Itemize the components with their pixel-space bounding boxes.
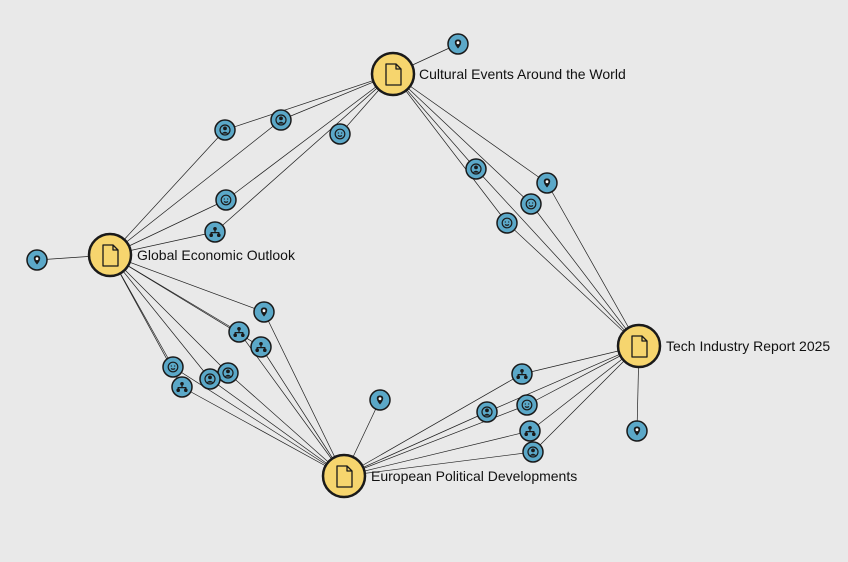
- entity-node-sentiment[interactable]: [496, 212, 518, 234]
- entity-node-person[interactable]: [199, 368, 221, 390]
- edge-line: [181, 386, 345, 477]
- edge-line: [546, 182, 640, 347]
- edge-line: [392, 73, 532, 205]
- document-icon: [336, 465, 353, 488]
- document-label: Tech Industry Report 2025: [666, 338, 830, 354]
- organization-icon: [255, 342, 267, 353]
- entity-node-location[interactable]: [253, 301, 275, 323]
- edge-line: [343, 404, 528, 477]
- person-icon: [275, 114, 287, 126]
- location-icon: [260, 307, 268, 317]
- entity-node-organization[interactable]: [250, 336, 272, 358]
- edge-line: [529, 345, 640, 432]
- entity-node-location[interactable]: [447, 33, 469, 55]
- edge-line: [392, 73, 508, 224]
- entity-node-organization[interactable]: [511, 363, 533, 385]
- edge-line: [343, 430, 531, 477]
- entity-node-location[interactable]: [369, 389, 391, 411]
- face-icon: [220, 194, 232, 206]
- document-node-tech[interactable]: Tech Industry Report 2025: [616, 323, 830, 369]
- edge-line: [532, 345, 640, 453]
- edge-line: [172, 366, 345, 477]
- edge-line: [109, 254, 229, 374]
- face-icon: [501, 217, 513, 229]
- document-node-european[interactable]: European Political Developments: [321, 453, 577, 499]
- entity-node-sentiment[interactable]: [162, 356, 184, 378]
- entity-node-location[interactable]: [536, 172, 558, 194]
- entity-node-sentiment[interactable]: [520, 193, 542, 215]
- edge-line: [343, 373, 523, 477]
- entity-node-organization[interactable]: [519, 420, 541, 442]
- person-icon: [219, 124, 231, 136]
- entity-node-location[interactable]: [26, 249, 48, 271]
- person-icon: [481, 406, 493, 418]
- organization-icon: [516, 369, 528, 380]
- edge-line: [109, 119, 282, 256]
- document-label: European Political Developments: [371, 468, 577, 484]
- location-icon: [543, 178, 551, 188]
- entity-node-organization[interactable]: [204, 221, 226, 243]
- edge-line: [209, 378, 345, 477]
- document-label: Cultural Events Around the World: [419, 66, 626, 82]
- edge-line: [263, 311, 345, 477]
- entity-node-person[interactable]: [522, 441, 544, 463]
- entity-nodes: [26, 33, 648, 463]
- person-icon: [470, 163, 482, 175]
- edge-line: [224, 73, 394, 131]
- organization-icon: [209, 227, 221, 237]
- entity-node-sentiment[interactable]: [215, 189, 237, 211]
- face-icon: [521, 399, 533, 411]
- edge-line: [486, 345, 640, 413]
- entity-node-person[interactable]: [270, 109, 292, 131]
- edge-line: [343, 411, 488, 477]
- organization-icon: [233, 327, 245, 338]
- edge-line: [530, 203, 640, 347]
- entity-node-person[interactable]: [214, 119, 236, 141]
- document-node-global[interactable]: Global Economic Outlook: [87, 232, 296, 278]
- document-icon: [385, 63, 402, 86]
- edge-line: [392, 73, 548, 184]
- person-icon: [204, 373, 216, 385]
- edge-line: [260, 346, 345, 477]
- entity-node-person[interactable]: [476, 401, 498, 423]
- edge-line: [214, 73, 394, 233]
- face-icon: [167, 361, 179, 373]
- edge-line: [109, 129, 226, 256]
- edge-line: [506, 222, 640, 347]
- entity-node-person[interactable]: [465, 158, 487, 180]
- entity-node-organization[interactable]: [228, 321, 250, 343]
- entity-node-person[interactable]: [217, 362, 239, 384]
- edge-line: [109, 254, 265, 313]
- edge-line: [343, 451, 534, 477]
- entity-node-organization[interactable]: [171, 376, 193, 398]
- edge-line: [475, 168, 640, 347]
- entity-node-sentiment[interactable]: [329, 123, 351, 145]
- location-icon: [33, 255, 41, 265]
- location-icon: [633, 426, 641, 436]
- person-icon: [222, 367, 234, 379]
- face-icon: [334, 128, 346, 140]
- organization-icon: [176, 382, 188, 393]
- entity-node-location[interactable]: [626, 420, 648, 442]
- person-icon: [527, 446, 539, 458]
- face-icon: [525, 198, 537, 210]
- document-node-cultural[interactable]: Cultural Events Around the World: [370, 51, 626, 97]
- location-icon: [376, 395, 384, 405]
- edge-line: [109, 254, 211, 380]
- document-icon: [102, 244, 119, 267]
- document-label: Global Economic Outlook: [137, 247, 296, 263]
- edge-line: [225, 73, 394, 201]
- organization-icon: [524, 426, 536, 437]
- document-icon: [631, 335, 648, 358]
- edge-line: [227, 372, 345, 477]
- entity-node-sentiment[interactable]: [516, 394, 538, 416]
- location-icon: [454, 39, 462, 49]
